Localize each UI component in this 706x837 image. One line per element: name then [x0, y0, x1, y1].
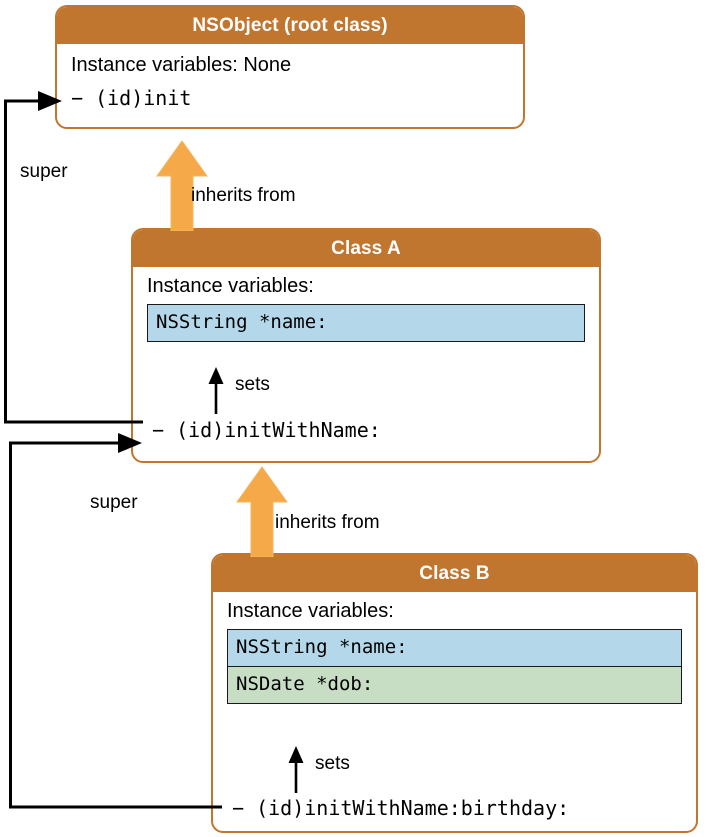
class-body-nsobject: Instance variables: None — [57, 44, 523, 79]
ivar-row: NSDate *dob: — [228, 665, 681, 703]
method-init-with-name-birthday: − (id)initWithName:birthday: — [232, 796, 569, 820]
inherits-from-label-class-a: inherits from — [191, 185, 296, 206]
sets-arrow-group-class-b: sets — [285, 745, 415, 795]
instance-variables-label-nsobject: Instance variables: None — [71, 54, 292, 76]
sets-arrow-icon — [288, 746, 304, 793]
super-connector-class-b-to-class-a — [0, 432, 240, 818]
ivar-row: NSString *name: — [228, 630, 681, 666]
method-init: − (id)init — [71, 86, 191, 110]
class-body-class-b: Instance variables: NSString *name: NSDa… — [213, 592, 696, 704]
ivar-table-class-a: NSString *name: — [147, 304, 585, 342]
class-header-class-a: Class A — [133, 230, 599, 267]
instance-variables-label-class-b: Instance variables: — [227, 600, 394, 622]
block-arrow-up-icon — [236, 466, 288, 558]
super-connector-class-a-to-nsobject — [0, 88, 160, 436]
inherits-from-label-class-b: inherits from — [275, 512, 380, 533]
class-box-class-a: Class A Instance variables: NSString *na… — [131, 228, 601, 463]
super-label-class-b: super — [90, 492, 138, 513]
sets-arrow-group-class-a: sets — [205, 366, 335, 416]
super-label-class-a: super — [20, 161, 68, 182]
ivar-table-class-b: NSString *name: NSDate *dob: — [227, 629, 682, 704]
super-connector-line — [4, 91, 143, 424]
method-init-with-name-text: − (id)initWithName: — [152, 418, 381, 442]
method-init-text: − (id)init — [71, 86, 192, 110]
sets-arrow-icon — [208, 367, 224, 414]
inherits-arrow-class-b-to-class-a — [236, 465, 292, 558]
method-init-with-name-birthday-text: − (id)initWithName:birthday: — [232, 796, 570, 820]
class-body-class-a: Instance variables: NSString *name: — [133, 267, 599, 342]
sets-label-class-a: sets — [235, 374, 270, 395]
inherits-arrow-class-a-to-nsobject — [156, 139, 212, 232]
sets-label-class-b: sets — [315, 753, 350, 774]
instance-variables-label-class-a: Instance variables: — [147, 275, 314, 297]
class-header-nsobject: NSObject (root class) — [57, 7, 523, 44]
class-box-nsobject: NSObject (root class) Instance variables… — [55, 5, 525, 129]
super-connector-line — [9, 433, 222, 809]
method-init-with-name: − (id)initWithName: — [152, 418, 381, 442]
class-box-class-b: Class B Instance variables: NSString *na… — [211, 553, 698, 833]
class-header-class-b: Class B — [213, 555, 696, 592]
ivar-row: NSString *name: — [148, 305, 584, 341]
